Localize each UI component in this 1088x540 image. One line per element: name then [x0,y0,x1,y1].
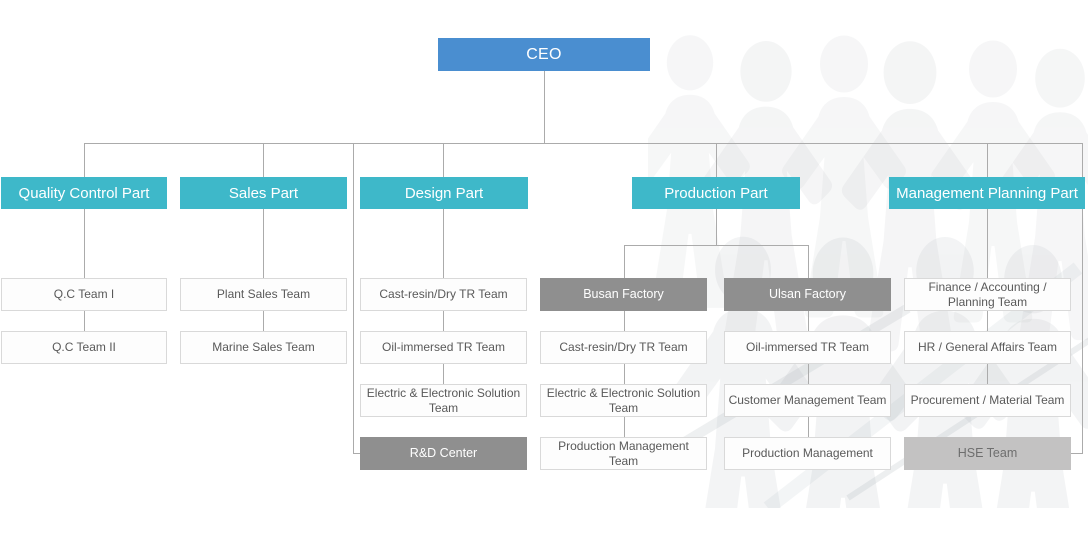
connector-line [84,209,85,278]
part-quality-control: Quality Control Part [1,177,167,209]
connector-line [624,417,625,437]
team-qc-2: Q.C Team II [1,331,167,364]
team-ulsan-production-management: Production Management [724,437,891,470]
team-design-cast-resin: Cast-resin/Dry TR Team [360,278,527,311]
connector-line [808,364,809,384]
connector-line [84,143,85,177]
team-hr-general-affairs: HR / General Affairs Team [904,331,1071,364]
connector-line [808,311,809,331]
team-finance-accounting-planning: Finance / Accounting / Planning Team [904,278,1071,311]
team-design-oil-immersed: Oil-immersed TR Team [360,331,527,364]
team-busan-cast-resin: Cast-resin/Dry TR Team [540,331,707,364]
factory-busan: Busan Factory [540,278,707,311]
team-design-electric-electronic: Electric & Electronic Solution Team [360,384,527,417]
connector-line [624,245,625,278]
factory-ulsan: Ulsan Factory [724,278,891,311]
connector-line [263,311,264,331]
team-busan-production-management: Production Management Team [540,437,707,470]
connector-line [716,209,717,245]
paper-people-watermark-icon [648,35,1088,508]
connector-line [263,143,264,177]
connector-line [624,311,625,331]
ceo-box: CEO [438,38,650,71]
connector-line [443,143,444,177]
connector-line [624,364,625,384]
part-sales: Sales Part [180,177,347,209]
team-procurement-material: Procurement / Material Team [904,384,1071,417]
team-ulsan-customer-management: Customer Management Team [724,384,891,417]
connector-line [443,209,444,278]
connector-line [443,311,444,331]
connector-line [987,143,988,177]
connector-line [987,364,988,384]
connector-line [1071,453,1083,454]
connector-line [808,245,809,278]
connector-line [84,143,1083,144]
connector-line [808,417,809,437]
team-busan-electric-electronic: Electric & Electronic Solution Team [540,384,707,417]
connector-line [84,311,85,331]
connector-line [544,71,545,143]
connector-line [987,209,988,278]
team-marine-sales: Marine Sales Team [180,331,347,364]
connector-line [1082,143,1083,453]
connector-line [353,453,361,454]
part-production: Production Part [632,177,800,209]
part-design: Design Part [360,177,528,209]
team-qc-1: Q.C Team I [1,278,167,311]
team-ulsan-oil-immersed: Oil-immersed TR Team [724,331,891,364]
connector-line [624,245,809,246]
team-hse: HSE Team [904,437,1071,470]
connector-line [353,143,354,453]
connector-line [263,209,264,278]
connector-line [716,143,717,177]
connector-line [443,364,444,384]
team-plant-sales: Plant Sales Team [180,278,347,311]
connector-line [987,311,988,331]
team-rd-center: R&D Center [360,437,527,470]
part-management-planning: Management Planning Part [889,177,1085,209]
